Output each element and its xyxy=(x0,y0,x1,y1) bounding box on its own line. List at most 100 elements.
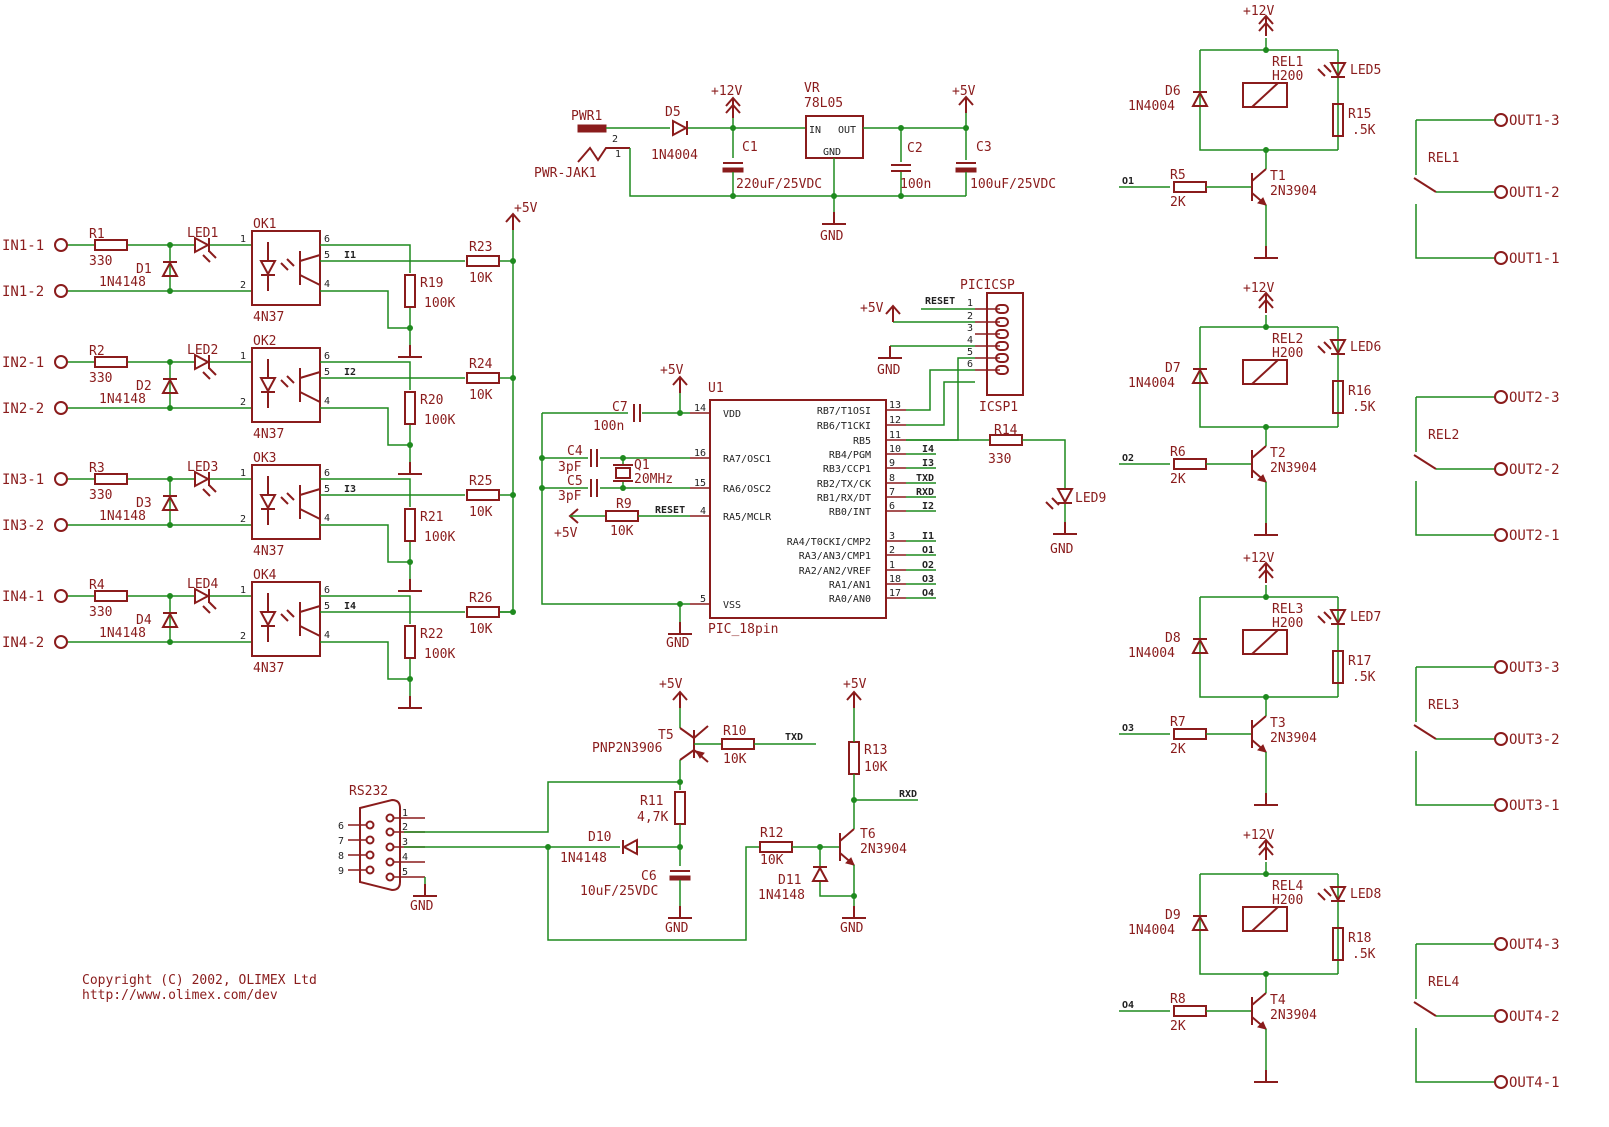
ground-symbol xyxy=(822,212,846,225)
opto-pin-number: 5 xyxy=(324,367,330,378)
plus5v-label: +5V xyxy=(860,301,884,316)
net-label: I3 xyxy=(344,484,356,495)
input-terminal xyxy=(54,238,68,252)
resistor-ref: R6 xyxy=(1170,445,1186,460)
protection-diode xyxy=(161,260,179,277)
diode-triangle xyxy=(1191,914,1209,931)
mcu-pin-name: RA7/OSC1 xyxy=(723,454,771,465)
mcu-pin-number: 2 xyxy=(889,545,895,556)
opto-led xyxy=(259,611,277,628)
icsp-pin-contact xyxy=(995,317,1009,327)
resistor-ref: R23 xyxy=(469,240,492,255)
plus12v-arrow xyxy=(1258,561,1274,583)
protection-diode xyxy=(161,611,179,628)
opto-pin-number: 2 xyxy=(240,280,246,291)
diode-triangle xyxy=(1329,609,1347,626)
db9-pin xyxy=(365,850,375,860)
mcu-body xyxy=(709,399,887,619)
plus5v-label: +5V xyxy=(660,363,684,378)
light-arrow xyxy=(1051,497,1060,506)
light-arrow xyxy=(202,605,211,614)
wire xyxy=(500,230,514,613)
led-ref: LED3 xyxy=(187,460,218,475)
diode-triangle xyxy=(1191,367,1209,384)
led-resistor xyxy=(1332,650,1344,684)
output-port-label: OUT3-1 xyxy=(1509,798,1560,814)
opto-pin-number: 4 xyxy=(324,279,330,290)
icsp-pin-number: 5 xyxy=(967,347,973,358)
series-resistor xyxy=(466,255,500,267)
resistor-value: 2K xyxy=(1170,742,1186,757)
copyright-notice: Copyright (C) 2002, OLIMEX Ltd http://ww… xyxy=(82,973,317,1003)
resistor-value: 330 xyxy=(89,488,112,503)
load-capacitor xyxy=(590,449,598,467)
diode-value: 1N4148 xyxy=(560,851,607,866)
diode-triangle xyxy=(1329,339,1347,356)
icsp-ref: ICSP1 xyxy=(979,400,1018,415)
capacitor-ref: C4 xyxy=(567,444,583,459)
ground-symbol xyxy=(398,696,422,709)
power-connector-ref: PWR1 xyxy=(571,109,602,124)
input-terminal xyxy=(54,518,68,532)
input-led xyxy=(194,470,211,488)
transistor-collector-leg xyxy=(1251,715,1267,729)
input-port-label: IN2-2 xyxy=(2,401,44,417)
opto-emitter xyxy=(299,625,321,637)
mcu-pin-number: 14 xyxy=(694,403,706,414)
output-port-label: OUT1-3 xyxy=(1509,113,1560,129)
led-resistor xyxy=(1332,380,1344,414)
transistor-value: 2N3904 xyxy=(860,842,907,857)
transistor-collector-leg xyxy=(1251,992,1267,1006)
resistor-value: 10K xyxy=(760,853,784,868)
wire xyxy=(320,595,411,624)
copyright-line: Copyright (C) 2002, OLIMEX Ltd xyxy=(82,973,317,988)
resistor-ref: R19 xyxy=(420,276,443,291)
opto-emitter xyxy=(299,508,321,520)
arrow-head xyxy=(1258,561,1274,572)
base-resistor xyxy=(1173,1005,1207,1017)
crystal-ref: Q1 xyxy=(634,458,650,473)
opto-pin-number: 6 xyxy=(324,468,330,479)
resistor-ref: R9 xyxy=(616,497,632,512)
opto-emitter xyxy=(299,391,321,403)
db9-shell xyxy=(359,798,401,892)
output-port-label: OUT2-1 xyxy=(1509,528,1560,544)
arrow-head xyxy=(958,95,974,106)
arrow-head xyxy=(1258,298,1274,309)
light-arrow xyxy=(1317,345,1326,354)
opto-collector xyxy=(299,254,321,262)
light-arrow xyxy=(202,488,211,497)
ground-symbol xyxy=(398,579,422,592)
input-resistor xyxy=(94,590,128,602)
optocoupler-ref: OK3 xyxy=(253,451,276,466)
resistor-ref: R21 xyxy=(420,510,443,525)
net-label: I1 xyxy=(922,531,934,542)
opto-pin-number: 2 xyxy=(240,397,246,408)
ground-symbol xyxy=(1053,522,1077,535)
optocoupler-value: 4N37 xyxy=(253,310,284,325)
plus5v-label: +5V xyxy=(659,677,683,692)
npn-transistor xyxy=(1251,168,1267,206)
resistor-value: 2K xyxy=(1170,195,1186,210)
resistor-ref: R2 xyxy=(89,344,105,359)
light-arrow xyxy=(286,375,295,384)
led-light-arrows xyxy=(1317,611,1332,624)
output-port-label: OUT2-3 xyxy=(1509,390,1560,406)
regulator-value: 78L05 xyxy=(804,96,843,111)
opto-light-arrows xyxy=(280,609,295,622)
regulator-in-label: IN xyxy=(809,125,821,136)
relay-ref: REL3 xyxy=(1272,602,1303,617)
reverse-protection-diode xyxy=(672,119,689,137)
arrow-head xyxy=(1258,845,1274,856)
resistor-ref: R7 xyxy=(1170,715,1186,730)
capacitor-value: 220uF/25VDC xyxy=(736,177,822,192)
mcu-pin-name: VSS xyxy=(723,600,741,611)
light-arrow xyxy=(286,609,295,618)
relay-led xyxy=(1329,886,1347,903)
led-light-arrows xyxy=(1317,888,1332,901)
output-capacitor xyxy=(955,162,977,173)
